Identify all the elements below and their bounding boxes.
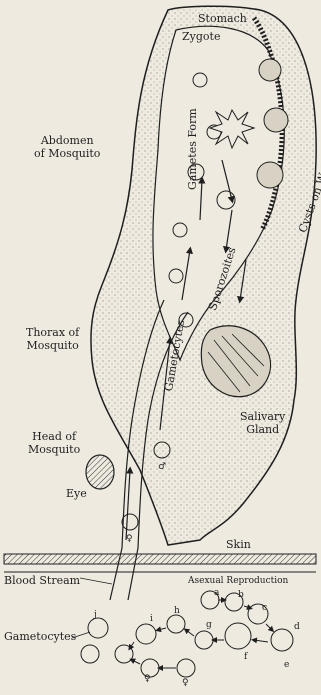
label-asexual-reproduction: Asexual Reproduction [188,576,288,587]
stage-letter-j: j [94,610,97,621]
label-abdomen: Abdomen of Mosquito [34,134,100,160]
female-symbol: ♀ [144,674,151,685]
label-gametes-form: Gametes Form [186,108,199,190]
stage-letter-a: a [214,588,219,599]
label-skin: Skin [226,538,251,551]
stage-letter-d: d [294,622,300,633]
stage-letter-c: c [262,603,267,614]
stage-letter-g: g [206,620,212,631]
stage-letter-h: h [174,606,180,617]
stage-letter-e: e [284,660,289,671]
label-thorax: Thorax of Mosquito [26,326,79,352]
label-blood-stream: Blood Stream [4,574,80,587]
female-symbol: ♀ [182,678,189,689]
stage-letter-b: b [238,590,244,601]
skin-layer [4,554,316,564]
label-salivary-gland: Salivary Gland [240,410,285,436]
label-zygote: Zygote [182,30,220,43]
label-stomach: Stomach [198,12,247,25]
label-gametocytes-bottom: Gametocytes [4,630,76,643]
male-symbol: ♂ [158,462,166,473]
stage-letter-i: i [150,614,153,625]
female-symbol: ♀ [126,534,133,545]
stage-letter-f: f [244,652,247,663]
label-head: Head of Mosquito [28,430,80,456]
label-eye: Eye [66,487,87,500]
mosquito-eye [86,455,114,489]
